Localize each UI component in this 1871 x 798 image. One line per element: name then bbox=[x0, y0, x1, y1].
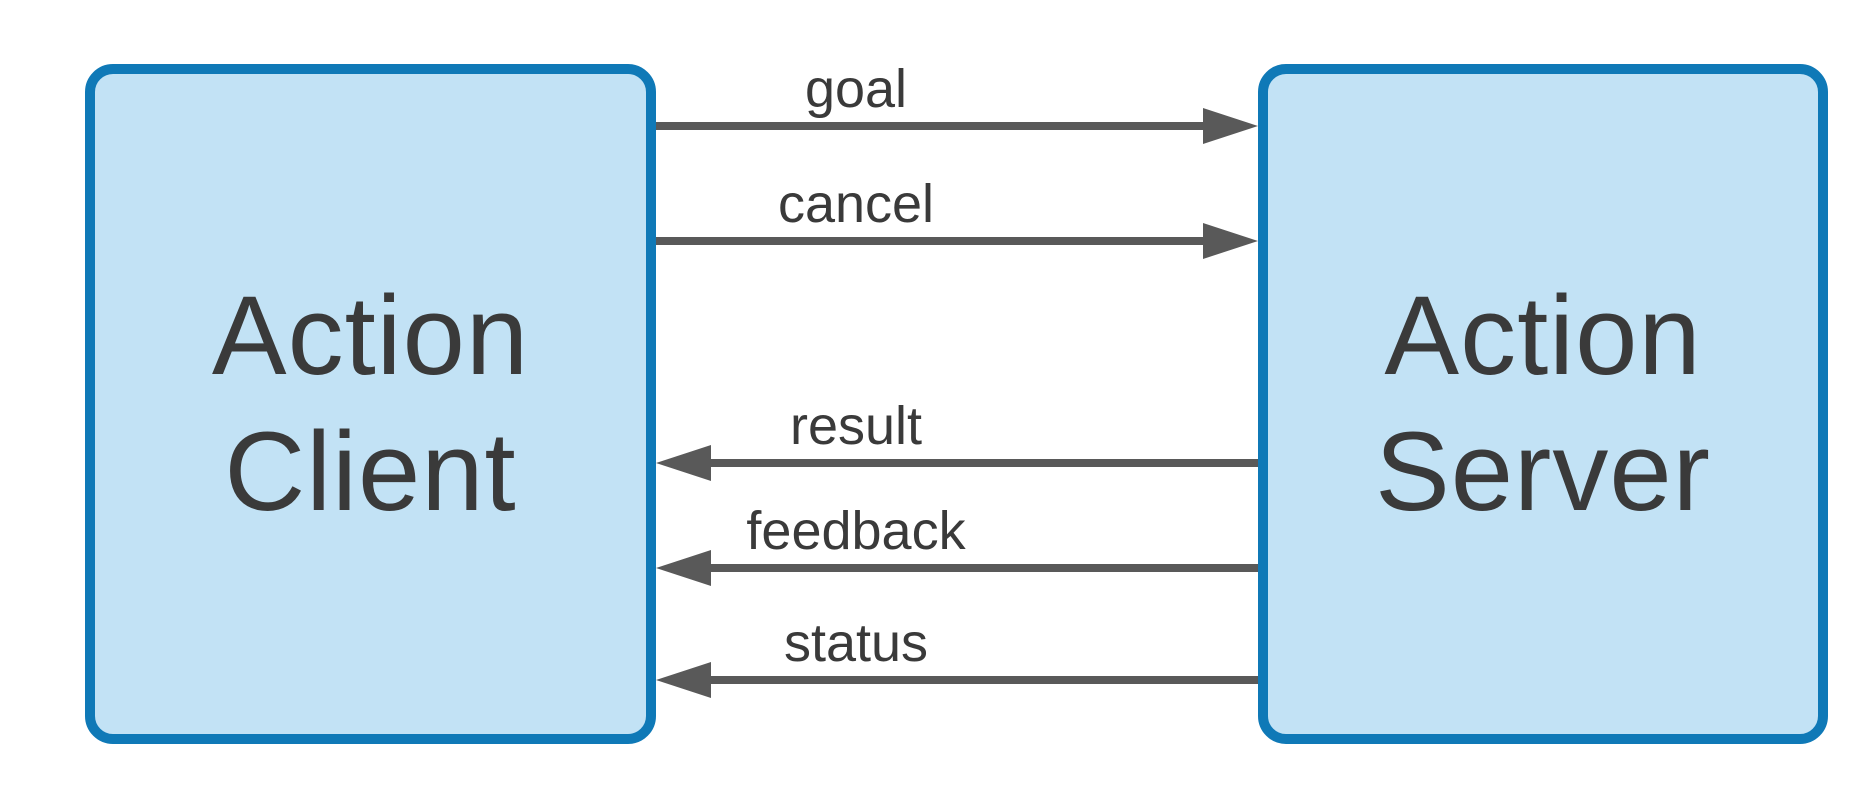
arrow-label-goal: goal bbox=[804, 59, 908, 119]
arrow-feedback bbox=[656, 550, 1258, 586]
arrow-cancel bbox=[656, 223, 1258, 259]
arrow-label-status: status bbox=[783, 613, 929, 673]
arrowhead-left-icon bbox=[656, 445, 711, 481]
arrow-shaft bbox=[701, 564, 1258, 572]
node-action-server: Action Server bbox=[1258, 64, 1828, 744]
arrow-shaft bbox=[656, 122, 1213, 130]
node-label-line1: Action bbox=[211, 273, 530, 399]
arrow-label-cancel: cancel bbox=[777, 174, 935, 234]
arrow-shaft bbox=[701, 676, 1258, 684]
arrow-result bbox=[656, 445, 1258, 481]
arrowhead-right-icon bbox=[1203, 223, 1258, 259]
arrow-label-feedback: feedback bbox=[746, 501, 966, 561]
node-label-line2: Server bbox=[1375, 409, 1711, 534]
node-action-client: Action Client bbox=[85, 64, 656, 744]
arrowhead-left-icon bbox=[656, 662, 711, 698]
node-action-client-label: Action Client bbox=[212, 268, 529, 539]
node-label-line2: Client bbox=[224, 409, 517, 534]
arrow-shaft bbox=[701, 459, 1258, 467]
arrow-label-result: result bbox=[789, 396, 923, 456]
arrow-status bbox=[656, 662, 1258, 698]
arrowhead-left-icon bbox=[656, 550, 711, 586]
arrow-shaft bbox=[656, 237, 1213, 245]
node-action-server-label: Action Server bbox=[1375, 268, 1711, 539]
node-label-line1: Action bbox=[1384, 273, 1702, 399]
arrowhead-right-icon bbox=[1203, 108, 1258, 144]
arrow-goal bbox=[656, 108, 1258, 144]
